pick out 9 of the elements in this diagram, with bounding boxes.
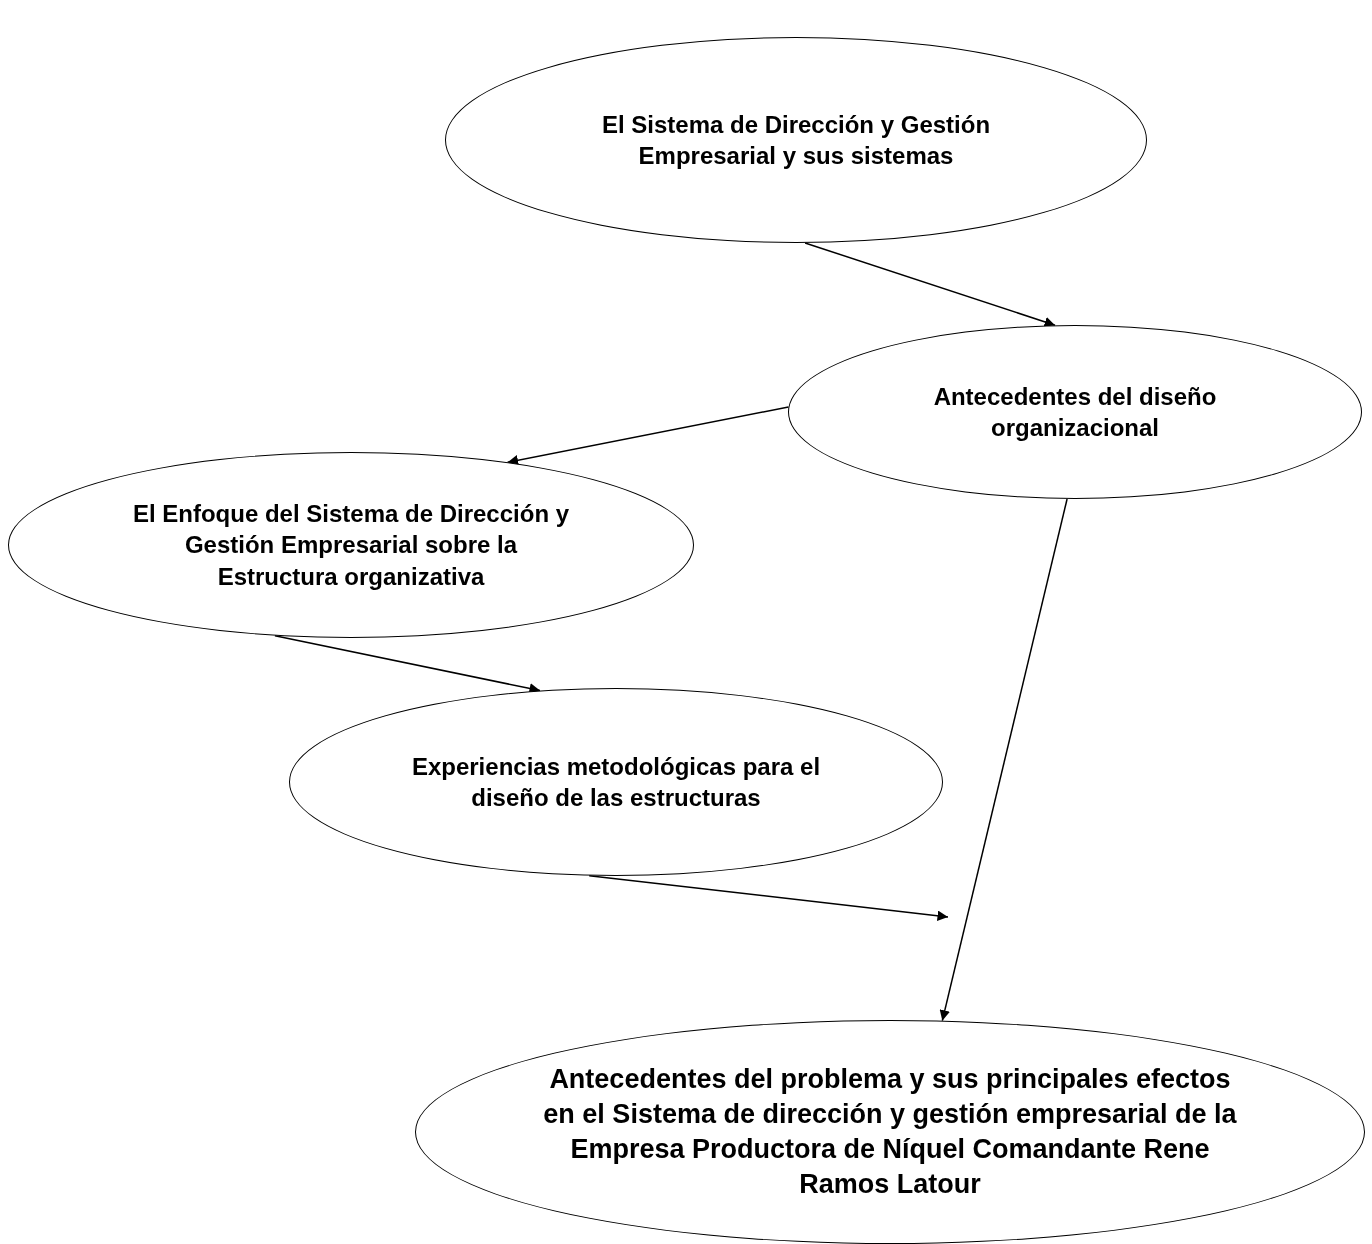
arrow <box>274 634 541 694</box>
node-text: Antecedentes del problema y sus principales efectos en el Sistema de dirección y gestión empresarial de la Empresa Productora de Níquel Comandante Rene Ramos Latour <box>542 1062 1238 1202</box>
node-text: Antecedentes del diseño organizacional <box>932 381 1218 443</box>
node-text: Experiencias metodológicas para el diseño de las estructuras <box>410 751 822 813</box>
node-text: El Enfoque del Sistema de Dirección y Gestión Empresarial sobre la Estructura organizativa <box>131 499 571 592</box>
arrow <box>939 498 1068 1022</box>
arrow <box>804 242 1056 327</box>
node-text: El Sistema de Dirección y Gestión Empresarial y sus sistemas <box>600 109 992 171</box>
arrow <box>506 406 790 466</box>
